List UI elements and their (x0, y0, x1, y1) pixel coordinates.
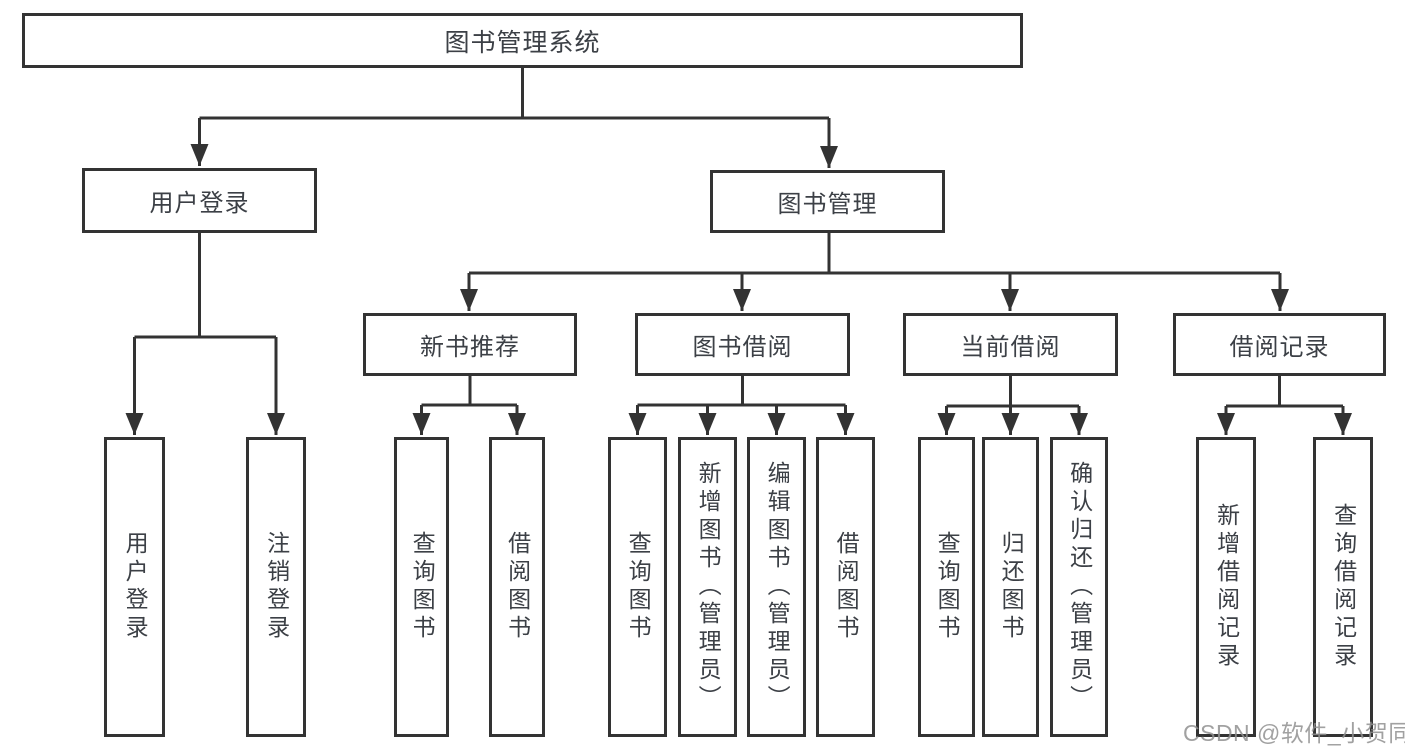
connector-book-management-children (460, 233, 1289, 311)
node-new-book-recommend: 新书推荐 (363, 313, 577, 376)
node-user-login: 用户登录 (82, 168, 317, 233)
node-library-management-system: 图书管理系统 (22, 13, 1023, 68)
connector-new-book-recommend-children (412, 376, 526, 435)
leaf-current-confirm-return-admin: 确认归还（管理员） (1050, 437, 1108, 737)
leaf-borrow-query-book: 查询图书 (608, 437, 667, 737)
leaf-borrow-edit-book-admin: 编辑图书（管理员） (747, 437, 806, 737)
connector-current-borrow-children (937, 376, 1088, 435)
leaf-current-return-book: 归还图书 (982, 437, 1039, 737)
node-book-borrow: 图书借阅 (635, 313, 850, 376)
leaf-record-add-borrow-record: 新增借阅记录 (1196, 437, 1256, 737)
node-borrow-record: 借阅记录 (1173, 313, 1386, 376)
leaf-recommend-query-book: 查询图书 (394, 437, 449, 737)
connector-book-borrow-children (628, 376, 855, 435)
leaf-borrow-add-book-admin: 新增图书（管理员） (678, 437, 737, 737)
csdn-watermark: CSDN @软件_小贺同学 (1183, 720, 1405, 746)
leaf-record-query-borrow-record: 查询借阅记录 (1313, 437, 1373, 737)
leaf-recommend-borrow-book: 借阅图书 (489, 437, 545, 737)
leaf-logout: 注销登录 (246, 437, 306, 737)
leaf-borrow-borrow-book: 借阅图书 (816, 437, 875, 737)
connector-user-login-children (125, 233, 285, 435)
connector-borrow-record-children (1217, 376, 1352, 435)
node-current-borrow: 当前借阅 (903, 313, 1118, 376)
connector-root-to-level2 (190, 68, 838, 168)
leaf-current-query-book: 查询图书 (918, 437, 975, 737)
node-book-management: 图书管理 (710, 170, 945, 233)
leaf-user-login: 用户登录 (104, 437, 165, 737)
